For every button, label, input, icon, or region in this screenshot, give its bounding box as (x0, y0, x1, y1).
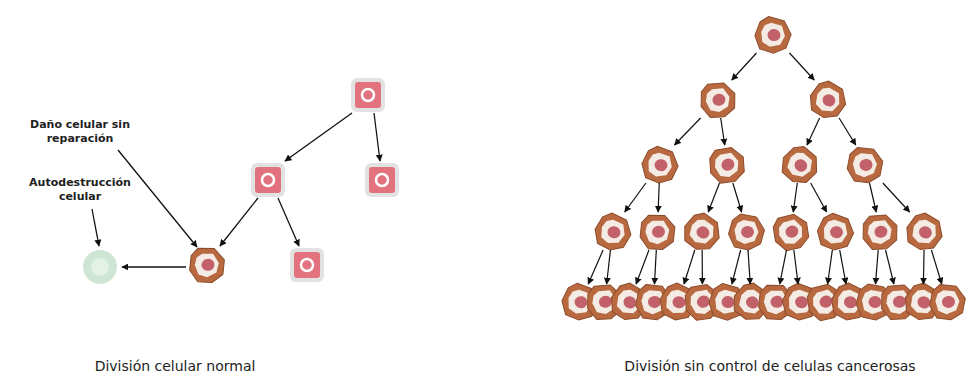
callout-label: Daño celular sin reparación (28, 118, 133, 146)
caption-text: División sin control de celulas canceros… (624, 357, 915, 375)
callout-label: Autodestrucción celular (23, 176, 137, 204)
caption-text: División celular normal (95, 357, 256, 375)
cancer-arrows (588, 53, 942, 284)
cancer-cells (559, 15, 967, 325)
division-arrows (92, 113, 380, 267)
